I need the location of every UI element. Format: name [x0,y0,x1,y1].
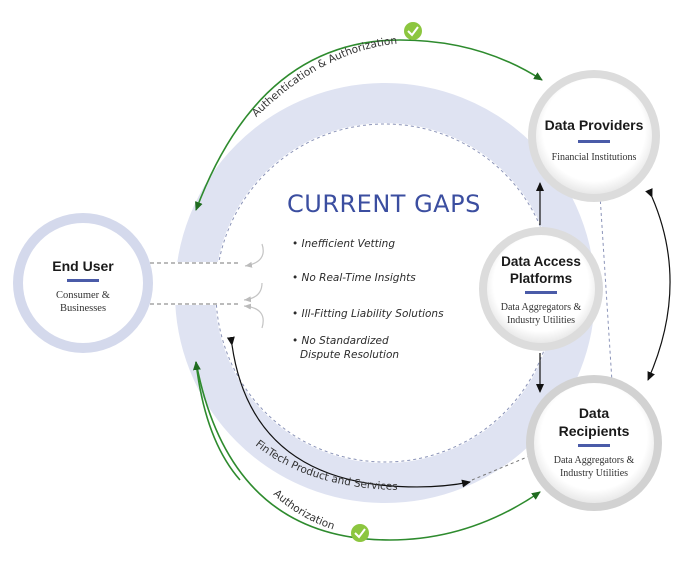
data-access-sub1: Data Aggregators & [501,302,582,313]
data-access-sub2: Industry Utilities [507,315,575,326]
end-user-accent-bar [67,279,99,282]
data-providers-title: Data Providers [545,117,644,133]
current-gaps-title: CURRENT GAPS [287,190,481,218]
provider-recipient-arrow [645,188,671,381]
data-access-title2: Platforms [510,271,572,286]
data-recipients-sub2: Industry Utilities [560,468,628,479]
fintech-dash [471,454,533,481]
data-recipients-accent-bar [578,444,610,447]
data-access-title1: Data Access [501,254,581,269]
auth-arrow-upper-right [399,39,543,81]
gap-arrow-2 [243,282,263,303]
end-user-connector [148,262,238,305]
fintech-arrow [226,336,471,488]
end-user-title: End User [52,258,114,274]
data-providers-accent-bar [578,140,610,143]
gap-item-1: • Inefficient Vetting [292,238,395,250]
gap-arrow-1 [244,243,264,268]
data-recipients-title1: Data [579,405,610,421]
gap-arrow-3 [243,303,264,329]
gap-item-4-cont: Dispute Resolution [300,349,399,361]
data-recipients-sub1: Data Aggregators & [554,455,635,466]
check-icon-bottom [351,524,369,542]
node-data-providers: Data Providers Financial Institutions [528,70,660,202]
auth-arrow-upper-left [195,39,401,211]
data-access-accent-bar [525,291,557,294]
data-recipients-title2: Recipients [559,423,630,439]
gap-item-4: • No Standardized [292,335,389,347]
gap-item-3: • Ill-Fitting Liability Solutions [292,308,444,320]
data-providers-sub: Financial Institutions [552,152,637,163]
check-icon-top [404,22,422,40]
end-user-sub2: Businesses [60,303,106,314]
node-end-user: End User Consumer & Businesses [13,213,153,353]
providers-recipients-dash [599,194,613,383]
gap-item-2: • No Real-Time Insights [292,272,416,284]
end-user-sub1: Consumer & [56,290,110,301]
node-data-recipients: Data Recipients Data Aggregators & Indus… [526,375,662,511]
node-data-access-platforms: Data Access Platforms Data Aggregators &… [479,227,603,351]
